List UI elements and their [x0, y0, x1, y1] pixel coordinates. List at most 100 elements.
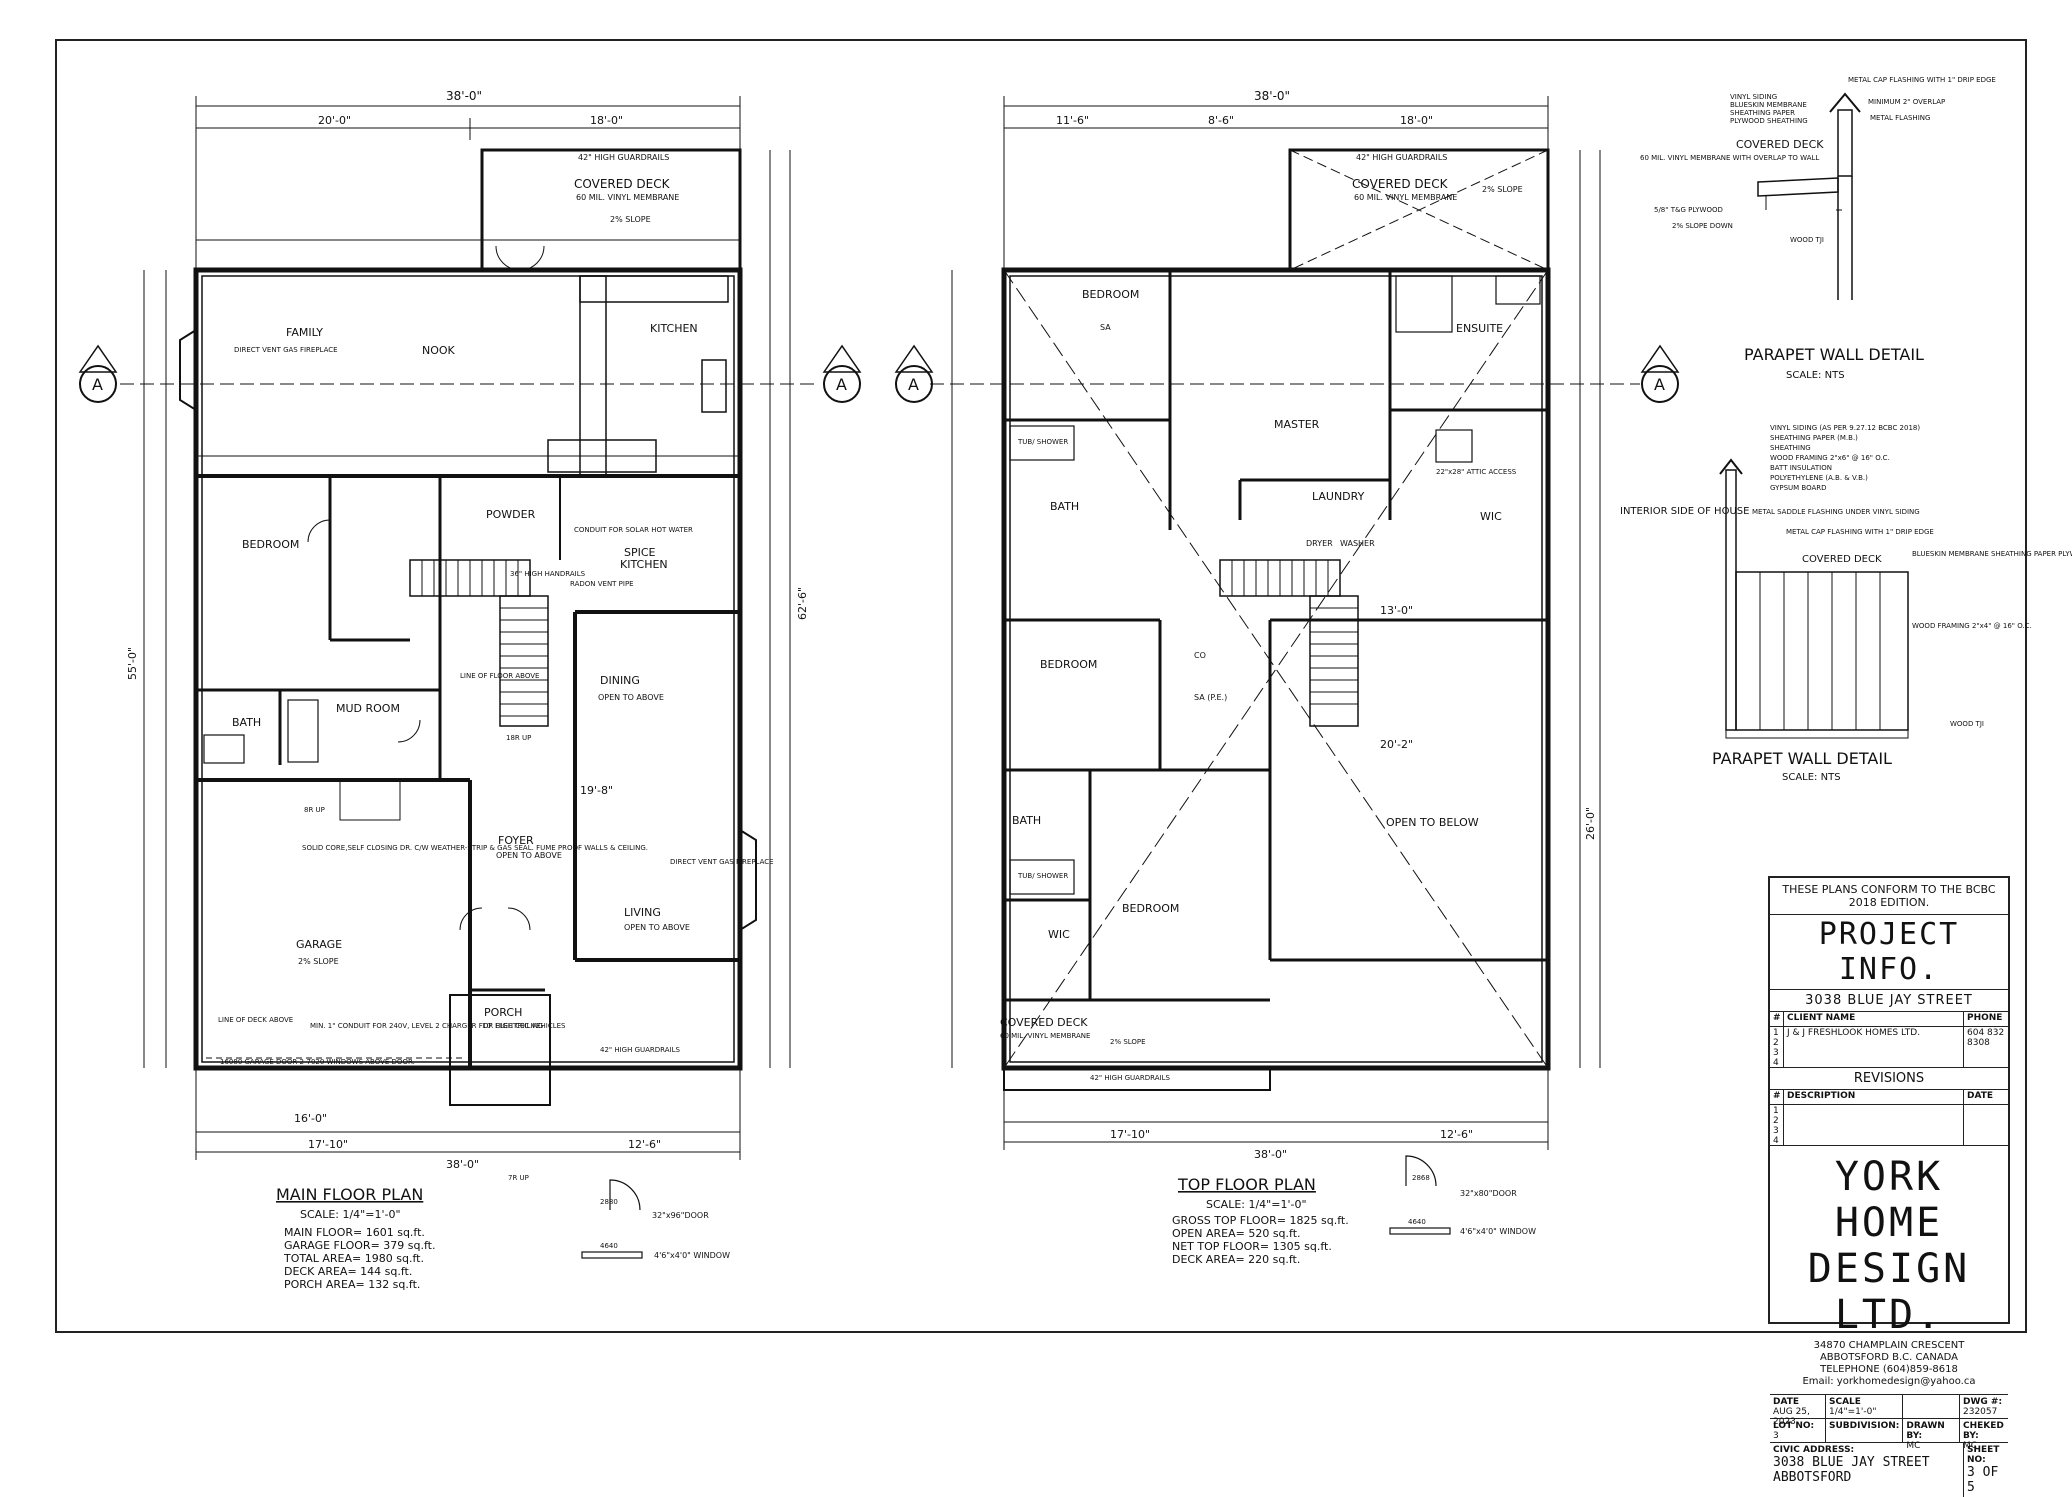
main-dim-16: 16'-0" [294, 1112, 327, 1125]
top-scale-label: SCALE: 1/4"=1'-0" [1206, 1198, 1307, 1211]
line-of-deck-label: LINE OF DECK ABOVE [218, 1016, 293, 1024]
parapet-detail-2 [1719, 458, 1909, 739]
scale-label: SCALE [1829, 1397, 1861, 1407]
top-dim-18: 18'-0" [1400, 114, 1433, 127]
company-address-1: 34870 CHAMPLAIN CRESCENT [1813, 1340, 1965, 1351]
p1-overlap: MINIMUM 2" OVERLAP [1868, 98, 1945, 106]
main-conduit-label: CONDUIT FOR SOLAR HOT WATER [574, 526, 693, 534]
main-dim-18: 18'-0" [590, 114, 623, 127]
revisions-heading: REVISIONS [1770, 1068, 2008, 1090]
top-dim-13: 13'-0" [1380, 604, 1413, 617]
main-dim-62: 62'-6" [796, 587, 809, 620]
washer-label: WASHER [1340, 539, 1375, 548]
garage-slope-label: 2% SLOPE [298, 957, 339, 966]
window-code-label: 4640 [600, 1242, 618, 1250]
main-dim-17: 17'-10" [308, 1138, 348, 1151]
rev-desc-header: DESCRIPTION [1784, 1090, 1964, 1104]
parapet-detail-1-labels: METAL CAP FLASHING WITH 1" DRIP EDGE MIN… [1640, 76, 1996, 381]
project-address: 3038 BLUE JAY STREET [1770, 990, 2008, 1012]
dwg-value: 232057 [1963, 1407, 1998, 1417]
section-a-label-2: A [836, 375, 847, 394]
company-block: YORK HOME DESIGN LTD. 34870 CHAMPLAIN CR… [1770, 1146, 2008, 1395]
top-bath-2-label: BATH [1012, 814, 1041, 827]
section-a-label-3: A [908, 375, 919, 394]
p2-interior-side: INTERIOR SIDE OF HOUSE [1620, 506, 1749, 517]
top-bath-label: BATH [1050, 500, 1079, 513]
dwg-label: DWG #: [1963, 1397, 2003, 1407]
subdivision-label: SUBDIVISION: [1829, 1421, 1900, 1431]
code-conform-note: THESE PLANS CONFORM TO THE BCBC 2018 EDI… [1770, 878, 2008, 915]
main-bath-label: BATH [232, 716, 261, 729]
main-bedroom-label: BEDROOM [242, 538, 299, 551]
living-label: LIVING [624, 906, 661, 919]
parapet-detail-2-labels: VINYL SIDING (AS PER 9.27.12 BCBC 2018) … [1620, 424, 2072, 783]
dryer-label: DRYER [1306, 539, 1333, 548]
company-name-line-1: YORK HOME [1834, 1154, 1944, 1246]
top-dim-20: 20'-2" [1380, 738, 1413, 751]
foyer-label: FOYER [498, 834, 534, 847]
p2-sheathing-paper: SHEATHING PAPER (M.B.) [1770, 434, 1858, 442]
porch-area: PORCH AREA= 132 sq.ft. [284, 1278, 420, 1291]
top-deck-area: DECK AREA= 220 sq.ft. [1172, 1253, 1300, 1266]
p2-covered-deck: COVERED DECK [1802, 554, 1882, 565]
project-info-heading: PROJECT INFO. [1770, 915, 2008, 990]
mud-room-label: MUD ROOM [336, 702, 400, 715]
nook-label: NOOK [422, 344, 456, 357]
top-dim-12: 12'-6" [1440, 1128, 1473, 1141]
top-front-deck-label: COVERED DECK [1000, 1016, 1088, 1029]
top-dim-8: 8'-6" [1208, 114, 1234, 127]
top-bottom-dim: 38'-0" [1254, 1148, 1287, 1161]
p1-metal-flashing: METAL FLASHING [1870, 114, 1930, 122]
ev-charger-note: MIN. 1" CONDUIT FOR 240V, LEVEL 2 CHARGE… [310, 1022, 566, 1030]
co-detector-label: CO [1194, 651, 1206, 660]
parapet-1-scale: SCALE: NTS [1786, 370, 1845, 381]
rev-num-header: # [1770, 1090, 1784, 1104]
door-symbol-icon [609, 1179, 641, 1211]
tub-shower-label: TUB/ SHOWER [1017, 438, 1068, 446]
top-dim-17: 17'-10" [1110, 1128, 1150, 1141]
p2-blueskin: BLUESKIN MEMBRANE SHEATHING PAPER PLYWOO… [1912, 550, 2072, 558]
open-below-label: OPEN TO BELOW [1386, 816, 1479, 829]
main-slope-label: 2% SLOPE [610, 215, 651, 224]
door-legend-label: 32"x96"DOOR [652, 1211, 709, 1220]
line-of-floor-label: LINE OF FLOOR ABOVE [460, 672, 539, 680]
main-covered-deck-label: COVERED DECK [574, 177, 671, 191]
section-marker-a-icon [895, 365, 933, 403]
window-legend-label: 4'6"x4'0" WINDOW [654, 1251, 730, 1260]
window-legend-2-label: 4'6"x4'0" WINDOW [1460, 1227, 1536, 1236]
window-symbol-icon [581, 1251, 643, 1259]
porch-stair-label: 7R UP [508, 1174, 529, 1182]
top-bedroom-2-label: BEDROOM [1040, 658, 1097, 671]
main-bottom-dim: 38'-0" [446, 1158, 479, 1171]
family-label: FAMILY [286, 326, 323, 339]
p2-batt: BATT INSULATION [1770, 464, 1832, 472]
lot-value: 3 [1773, 1431, 1779, 1441]
top-slope-label: 2% SLOPE [1482, 185, 1523, 194]
section-marker-a-icon [1641, 365, 1679, 403]
rev-date-header: DATE [1967, 1091, 1994, 1101]
p1-covered-deck: COVERED DECK [1736, 138, 1824, 151]
client-name: J & J FRESHLOOK HOMES LTD. [1784, 1027, 1964, 1067]
open-area: OPEN AREA= 520 sq.ft. [1172, 1227, 1301, 1240]
p1-vinyl-siding: VINYL SIDING [1730, 93, 1777, 101]
section-a-label-4: A [1654, 375, 1665, 394]
p2-cap-flashing: METAL CAP FLASHING WITH 1" DRIP EDGE [1786, 528, 1934, 536]
porch-label: PORCH [484, 1006, 522, 1019]
p2-wood-tji: WOOD TJI [1950, 720, 1984, 728]
window-code-2-label: 4640 [1408, 1218, 1426, 1226]
main-radon-label: RADON VENT PIPE [570, 580, 634, 588]
section-marker-a-icon [823, 365, 861, 403]
tub-shower-2-label: TUB/ SHOWER [1017, 872, 1068, 880]
solid-core-note: SOLID CORE,SELF CLOSING DR. C/W WEATHER-… [302, 844, 648, 852]
top-guardrails-label: 42" HIGH GUARDRAILS [1356, 153, 1447, 162]
spice-kitchen-label: KITCHEN [620, 558, 668, 571]
main-floor-plan-title: MAIN FLOOR PLAN [276, 1185, 423, 1204]
sheet-border [55, 39, 2027, 1333]
fireplace-label: DIRECT VENT GAS FIREPLACE [234, 346, 338, 354]
main-floor-area: MAIN FLOOR= 1601 sq.ft. [284, 1226, 425, 1239]
floor-plan-drawing: COVERED DECK 60 MIL. VINYL MEMBRANE 2% S… [55, 39, 2072, 1333]
main-guardrails-label: 42" HIGH GUARDRAILS [578, 153, 669, 162]
p1-tg-plywood: 5/8" T&G PLYWOOD [1654, 206, 1723, 214]
